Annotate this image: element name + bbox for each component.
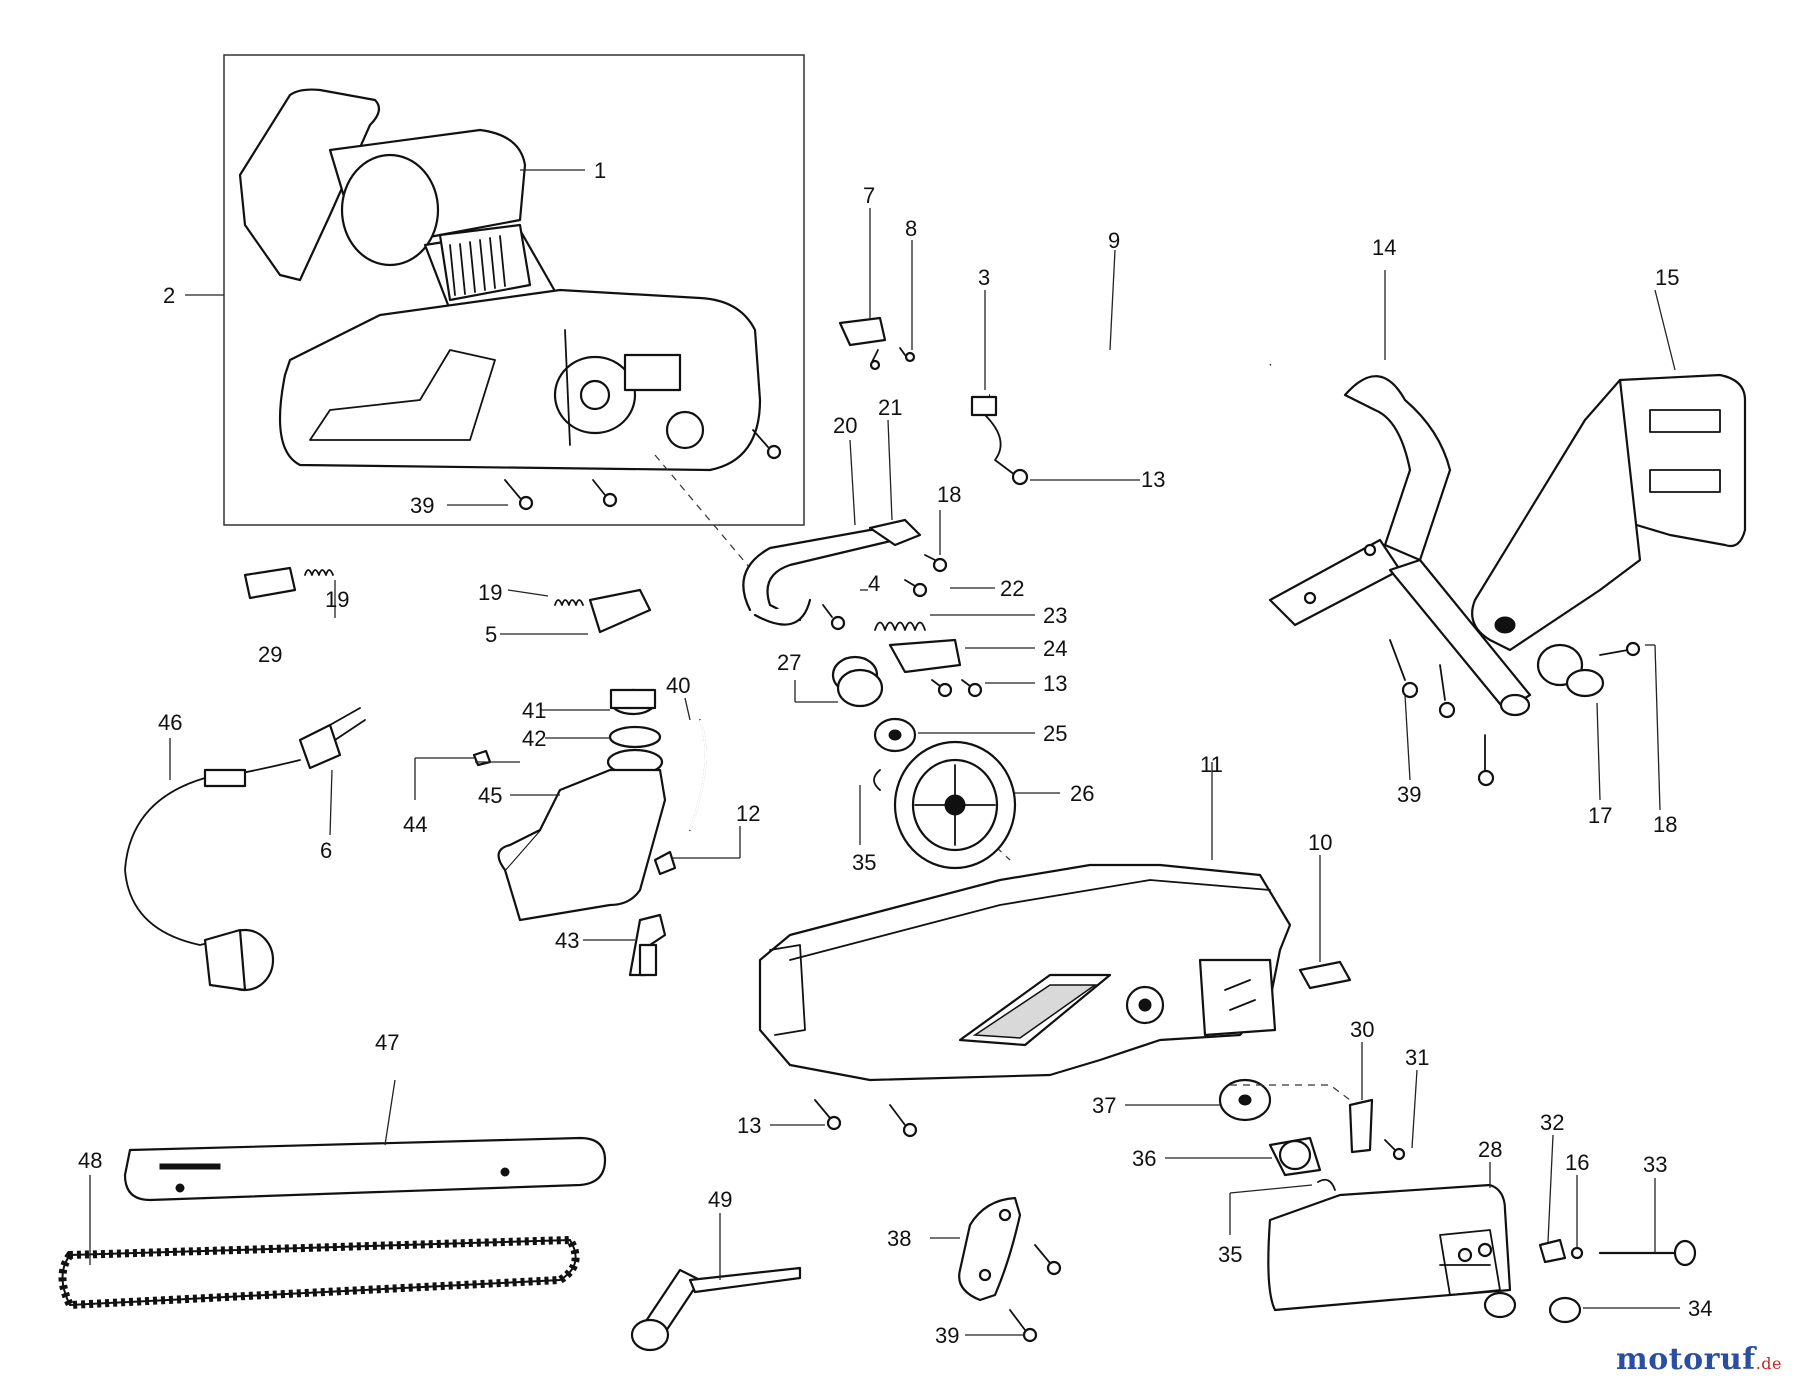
brake-band-assembly — [742, 518, 948, 626]
part-label-46: 46 — [158, 710, 182, 735]
part-label-26: 26 — [1070, 781, 1094, 806]
part-label-17: 17 — [1588, 803, 1612, 828]
part-label-44: 44 — [403, 812, 427, 837]
part-label-14: 14 — [1372, 235, 1396, 260]
part-label-47: 47 — [375, 1030, 399, 1055]
sprocket-assembly — [1218, 1078, 1406, 1191]
part-label-9: 9 — [1108, 228, 1120, 253]
part-label-6: 6 — [320, 838, 332, 863]
part-label-40: 40 — [666, 673, 690, 698]
watermark-main: moto — [1616, 1342, 1704, 1377]
part-label-39-guard: 39 — [1397, 782, 1421, 807]
part-label-4: 4 — [868, 571, 880, 596]
part-label-19-mid: 19 — [478, 580, 502, 605]
part-number-labels: 1 2 7 8 3 9 14 15 13 39 20 21 18 22 4 23… — [78, 158, 1712, 1348]
spring-part — [874, 621, 926, 631]
part-label-21: 21 — [878, 395, 902, 420]
part-label-13-top: 13 — [1141, 467, 1165, 492]
main-housing — [758, 863, 1292, 1082]
part-label-36: 36 — [1132, 1146, 1156, 1171]
locking-button — [1298, 960, 1352, 990]
part-label-12: 12 — [736, 801, 760, 826]
part-label-8: 8 — [905, 216, 917, 241]
part-label-41: 41 — [522, 698, 546, 723]
combination-wrench — [630, 1266, 802, 1352]
bearing-part — [831, 655, 884, 708]
watermark-accent: ruf — [1703, 1342, 1756, 1377]
part-label-38: 38 — [887, 1226, 911, 1251]
part-label-16: 16 — [1565, 1150, 1589, 1175]
part-label-11: 11 — [1200, 752, 1223, 777]
part-label-35-mid: 35 — [852, 850, 876, 875]
part-label-7: 7 — [863, 183, 875, 208]
part-label-35-bottom: 35 — [1218, 1242, 1242, 1267]
lever-part — [888, 638, 962, 674]
chain-catcher — [958, 1196, 1062, 1343]
clutch-drum-part — [893, 740, 1017, 870]
part-label-48: 48 — [78, 1148, 102, 1173]
part-label-34: 34 — [1688, 1296, 1712, 1321]
part-label-39-bottom: 39 — [935, 1323, 959, 1348]
part-label-37: 37 — [1092, 1093, 1116, 1118]
watermark-tld: .de — [1755, 1354, 1782, 1373]
part-label-13-bottom: 13 — [737, 1113, 761, 1138]
part-label-39-housing: 39 — [410, 493, 434, 518]
part-label-29: 29 — [258, 642, 282, 667]
part-label-31: 31 — [1405, 1045, 1429, 1070]
cap-part — [588, 588, 652, 634]
power-cable — [124, 707, 366, 992]
part-label-30: 30 — [1350, 1017, 1374, 1042]
part-label-32: 32 — [1540, 1110, 1564, 1135]
part-label-5: 5 — [485, 622, 497, 647]
front-hand-guard — [1268, 375, 1532, 787]
sprocket-cover — [1267, 1183, 1697, 1324]
washer-part — [873, 717, 917, 753]
part-label-2: 2 — [163, 283, 175, 308]
part-label-15: 15 — [1655, 265, 1679, 290]
part-label-28: 28 — [1478, 1137, 1502, 1162]
part-label-25: 25 — [1043, 721, 1067, 746]
motor-assembly-group — [223, 54, 805, 526]
part-label-23: 23 — [1043, 603, 1067, 628]
part-label-3: 3 — [978, 265, 990, 290]
part-label-27: 27 — [777, 650, 801, 675]
leader-lines — [89, 169, 1680, 1336]
part-label-1: 1 — [594, 158, 606, 183]
guide-bar — [123, 1136, 607, 1202]
part-label-13-mid: 13 — [1043, 671, 1067, 696]
part-label-24: 24 — [1043, 636, 1067, 661]
hose-clamp — [1565, 668, 1605, 698]
brush-holder-part — [243, 566, 334, 600]
saw-chain — [58, 1235, 580, 1310]
part-label-19-left: 19 — [325, 587, 349, 612]
part-label-18-right: 18 — [1653, 812, 1677, 837]
circlip-part — [873, 769, 881, 791]
watermark-logo: motoruf.de — [1616, 1342, 1782, 1377]
part-label-45: 45 — [478, 783, 502, 808]
part-label-10: 10 — [1308, 830, 1332, 855]
spring-part — [554, 599, 584, 606]
part-label-43: 43 — [555, 928, 579, 953]
oil-line — [970, 363, 1272, 486]
part-label-33: 33 — [1643, 1152, 1667, 1177]
housing-screws — [504, 429, 782, 511]
part-label-18-top: 18 — [937, 482, 961, 507]
part-label-42: 42 — [522, 726, 546, 751]
part-label-22: 22 — [1000, 576, 1024, 601]
oil-tank-assembly — [472, 688, 707, 977]
part-label-20: 20 — [833, 413, 857, 438]
switch-part — [838, 316, 916, 371]
rear-handle — [1471, 373, 1747, 687]
part-label-49: 49 — [708, 1187, 732, 1212]
